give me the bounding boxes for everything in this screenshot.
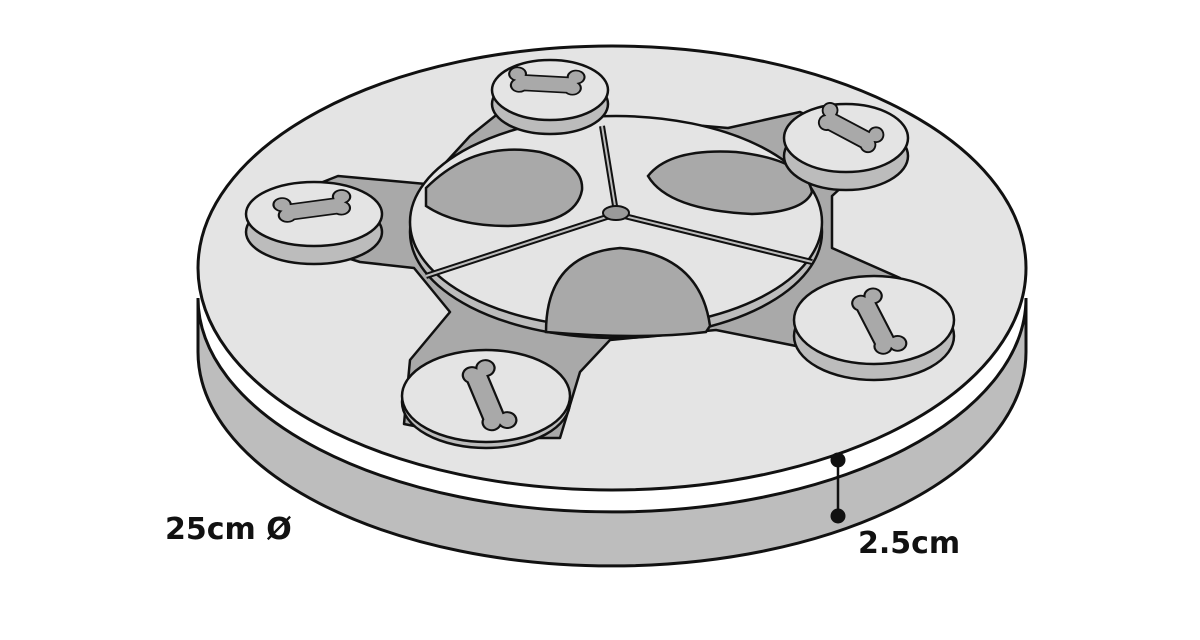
lid-right-lower: [792, 274, 956, 382]
central-disc: [408, 114, 824, 340]
disc-cutout-left: [424, 148, 584, 228]
thickness-label: 2.5cm: [858, 526, 961, 561]
disc-center-hub: [602, 205, 630, 221]
lid-right-upper: [782, 99, 910, 192]
lid-left: [244, 180, 384, 266]
lid-top: [490, 58, 610, 136]
disc-cutout-bottom: [544, 246, 712, 338]
thickness-dimension-line: [830, 452, 846, 524]
disc-divider-left-inner: [425, 213, 617, 277]
diameter-label: 25cm Ø: [165, 512, 292, 547]
disc-divider-right-inner: [615, 213, 813, 263]
dimension-endpoint-bottom: [830, 508, 846, 524]
dimension-endpoint-top: [830, 452, 846, 468]
disc-divider-upper-inner: [601, 125, 617, 213]
lid-bottom: [400, 348, 572, 450]
disc-cutout-right: [646, 150, 814, 216]
base-side-wall: [196, 297, 1028, 568]
